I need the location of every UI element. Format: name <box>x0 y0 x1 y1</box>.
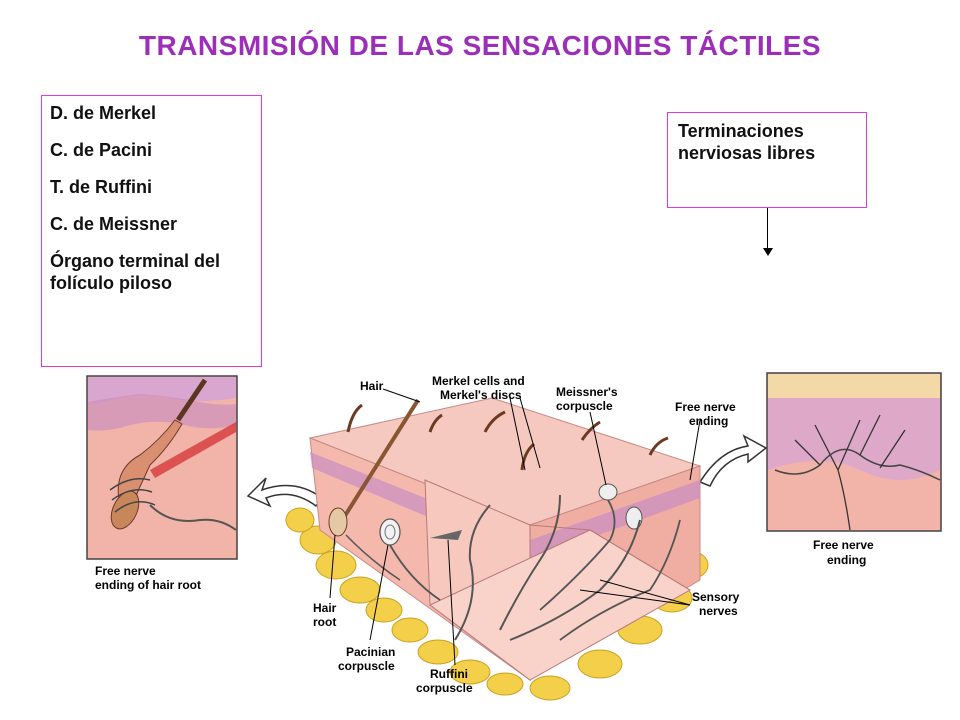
hair-root-inset <box>86 375 238 560</box>
page-title: TRANSMISIÓN DE LAS SENSACIONES TÁCTILES <box>138 30 822 61</box>
label-hair: Hair <box>360 379 384 393</box>
left-callout-arrow <box>246 477 324 508</box>
leader-lines <box>329 388 701 666</box>
label-hair-root-1: Hair <box>313 601 337 615</box>
right-callout-arrow <box>698 434 768 487</box>
receptor-merkel: D. de Merkel <box>50 103 157 123</box>
skin-block <box>285 397 709 701</box>
label-free-nerve-right-1: Free nerve <box>813 538 874 552</box>
label-free-nerve-right-2: ending <box>827 553 866 567</box>
label-free-nerve-hair-2: ending of hair root <box>95 578 201 592</box>
pointer-arrow-line <box>767 208 768 250</box>
label-pacinian-2: corpuscle <box>338 659 395 673</box>
label-hair-root-2: root <box>313 615 336 629</box>
label-free-nerve-top-1: Free nerve <box>675 400 736 414</box>
receptor-list-box: D. de Merkel C. de Pacini T. de Ruffini … <box>41 95 262 367</box>
label-ruffini-2: corpuscle <box>416 681 473 695</box>
label-sensory-2: nerves <box>699 604 738 618</box>
free-nerve-endings-box: Terminaciones nerviosas libres <box>667 112 867 208</box>
label-free-nerve-top-2: ending <box>689 414 728 428</box>
label-pacinian-1: Pacinian <box>346 645 395 659</box>
label-merkel-1: Merkel cells and <box>432 374 525 388</box>
label-meissner-2: corpuscle <box>556 399 613 413</box>
free-nerve-inset <box>766 372 942 532</box>
label-ruffini-1: Ruffini <box>430 667 468 681</box>
label-merkel-2: Merkel's discs <box>440 388 522 402</box>
label-meissner-1: Meissner's <box>556 385 618 399</box>
receptor-ruffini: T. de Ruffini <box>50 177 152 197</box>
label-sensory-1: Sensory <box>692 590 740 604</box>
receptor-meissner: C. de Meissner <box>50 214 178 234</box>
pointer-arrow-head <box>763 248 773 256</box>
receptor-hair-follicle: Órgano terminal del folículo piloso <box>50 251 221 293</box>
receptor-pacini: C. de Pacini <box>50 140 153 160</box>
label-free-nerve-hair-1: Free nerve <box>95 564 156 578</box>
